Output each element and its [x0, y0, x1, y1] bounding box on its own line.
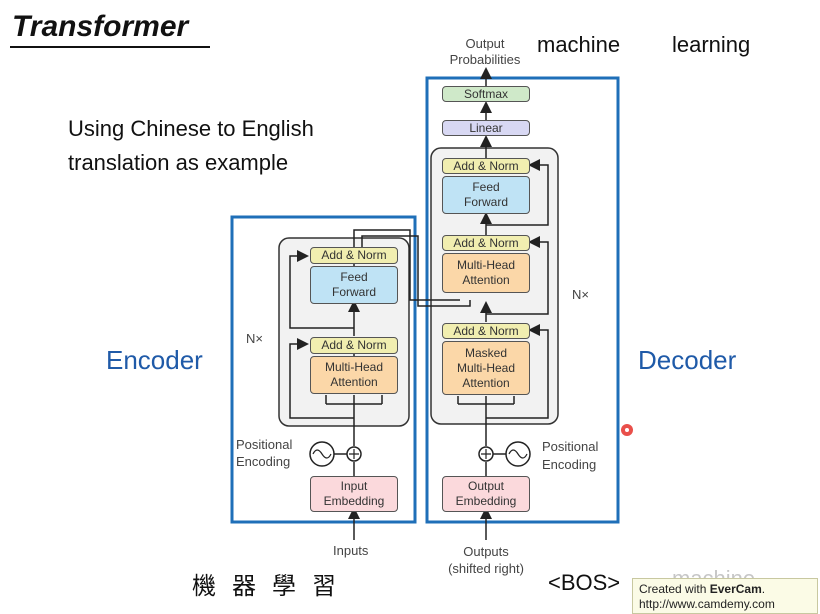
- decoder-add-norm-top: Add & Norm: [442, 158, 530, 174]
- output-emb-line1: Output: [467, 479, 505, 493]
- inputs-label: Inputs: [333, 543, 369, 558]
- out-prob-line2: Probabilities: [449, 52, 521, 67]
- encoder-ff-line2: Forward: [331, 285, 376, 299]
- outputs-line1: Outputs: [463, 544, 509, 559]
- output-emb-line2: Embedding: [455, 494, 517, 508]
- output-probabilities-label: Output Probabilities: [442, 36, 528, 68]
- out-prob-line1: Output: [465, 36, 505, 51]
- decoder-label: Decoder: [638, 345, 737, 375]
- encoder-add-norm-bottom: Add & Norm: [310, 337, 398, 354]
- dec-masked-line3: Attention: [462, 375, 510, 390]
- bos-token: <BOS>: [548, 570, 621, 595]
- encoder-feed-forward: Feed Forward: [310, 266, 398, 304]
- encoder-nx: N×: [246, 331, 263, 346]
- page-title: Transformer: [12, 10, 189, 43]
- subtitle-line-1: Using Chinese to English: [68, 116, 314, 141]
- decoder-add-norm-bottom: Add & Norm: [442, 323, 530, 339]
- title-underline: [10, 46, 210, 48]
- encoder-label: Encoder: [106, 345, 203, 375]
- encoder-multi-head-attention: Multi-Head Attention: [310, 356, 398, 394]
- dec-masked-line1: Masked: [464, 345, 508, 360]
- evercam-watermark[interactable]: Created with EverCam. http://www.camdemy…: [632, 578, 818, 614]
- decoder-masked-attention: Masked Multi-Head Attention: [442, 341, 530, 395]
- linear-box: Linear: [442, 120, 530, 136]
- encoder-mha-line1: Multi-Head: [324, 360, 384, 374]
- input-emb-line2: Embedding: [323, 494, 385, 508]
- softmax-box: Softmax: [442, 86, 530, 102]
- subtitle-line-2: translation as example: [68, 150, 289, 175]
- decoder-multi-head-attention: Multi-Head Attention: [442, 253, 530, 293]
- watermark-line1: Created with: [639, 582, 707, 596]
- output-word-2: learning: [672, 32, 751, 57]
- encoder-positional-encoding: Positional Encoding: [236, 436, 292, 470]
- dec-pos-line2: Encoding: [542, 457, 597, 472]
- input-emb-line1: Input: [340, 479, 368, 493]
- enc-pos-line1: Positional: [236, 437, 293, 452]
- decoder-positional-encoding: Positional Encoding: [542, 438, 598, 474]
- enc-pos-line2: Encoding: [236, 454, 291, 469]
- encoder-add-norm-top: Add & Norm: [310, 247, 398, 264]
- encoder-frame: [230, 215, 417, 524]
- encoder-ff-line1: Feed: [340, 270, 368, 284]
- outputs-line2: (shifted right): [448, 561, 524, 576]
- dec-masked-line2: Multi-Head: [456, 360, 516, 375]
- dec-mha-line1: Multi-Head: [456, 258, 516, 272]
- subtitle: Using Chinese to English translation as …: [68, 112, 314, 180]
- dec-ff-line2: Forward: [463, 195, 508, 209]
- dec-ff-line1: Feed: [472, 180, 500, 194]
- encoder-mha-line2: Attention: [330, 375, 378, 389]
- dec-mha-line2: Attention: [462, 273, 510, 287]
- output-word-1: machine: [537, 32, 621, 57]
- watermark-brand: EverCam: [709, 582, 762, 596]
- decoder-add-norm-middle: Add & Norm: [442, 235, 530, 251]
- dec-pos-line1: Positional: [542, 439, 599, 454]
- decoder-output-embedding: Output Embedding: [442, 476, 530, 512]
- decoder-feed-forward: Feed Forward: [442, 176, 530, 214]
- chinese-input-text: 機器學習: [192, 573, 352, 600]
- encoder-input-embedding: Input Embedding: [310, 476, 398, 512]
- outputs-label: Outputs (shifted right): [436, 543, 536, 577]
- watermark-url: http://www.camdemy.com: [639, 597, 775, 611]
- decoder-nx: N×: [572, 287, 589, 302]
